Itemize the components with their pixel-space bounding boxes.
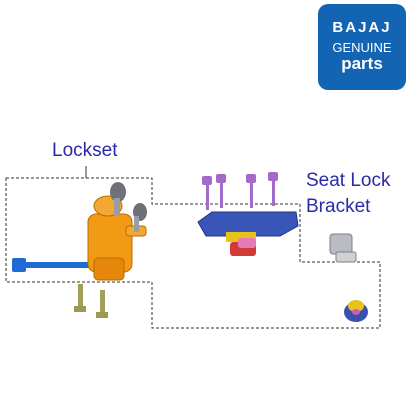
lock-screw-right — [100, 290, 105, 314]
bracket-body — [329, 233, 353, 255]
lockset-assembly — [12, 182, 147, 318]
key-shaft-1 — [114, 198, 120, 216]
lockset-label: Lockset — [52, 140, 118, 161]
bolt-1-head — [202, 176, 212, 185]
bracket-flange — [335, 251, 357, 263]
key-head-1 — [110, 182, 126, 202]
mounting-plate — [197, 211, 299, 237]
bolt-2-shaft — [220, 182, 223, 208]
link-rod-end — [12, 258, 26, 272]
logo-genuine-text: GENUINE — [332, 40, 392, 55]
plate-pink-part — [238, 238, 256, 248]
lockset-group-outline — [5, 177, 381, 329]
seat-lock-label-line1: Seat Lock — [306, 170, 391, 191]
bolt-3-shaft — [250, 182, 253, 208]
link-rod — [16, 262, 90, 268]
plate-yellow-part — [226, 232, 256, 242]
lock-screw-right-head — [96, 312, 108, 318]
bolt-1-shaft — [206, 184, 209, 210]
centre-plate-assembly — [197, 172, 299, 256]
lock-screw-left — [78, 284, 83, 308]
bajaj-genuine-parts-logo: BAJAJ GENUINE parts — [318, 4, 406, 90]
seat-lock-knob-center — [352, 309, 360, 315]
lock-body-lower — [93, 257, 125, 281]
bolt-2-head — [216, 174, 226, 183]
seat-lock-bracket-assembly — [329, 233, 368, 322]
logo-brand-text: BAJAJ — [332, 19, 392, 36]
key-shaft-2 — [134, 216, 139, 232]
bolt-3-head — [246, 174, 256, 183]
seat-lock-knob-face — [348, 300, 364, 312]
seat-lock-label-line2: Bracket — [306, 196, 371, 217]
bolt-4-head — [268, 172, 278, 181]
bolt-4-shaft — [272, 180, 275, 206]
logo-parts-text: parts — [341, 54, 383, 73]
lock-screw-left-head — [74, 306, 86, 312]
